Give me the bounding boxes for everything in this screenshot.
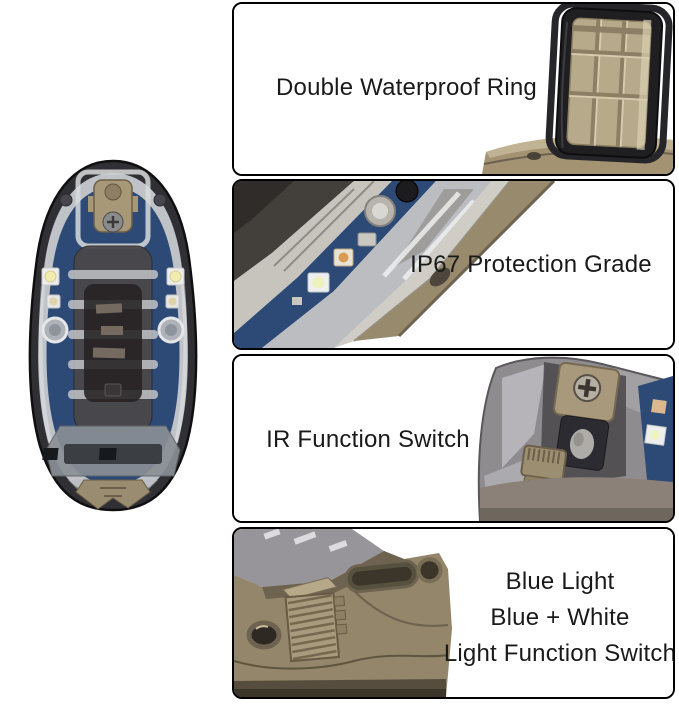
strobe-light-front-photo xyxy=(28,159,198,512)
panel-double-waterproof-ring: Double Waterproof Ring xyxy=(232,2,675,176)
device-edge-leds-photo xyxy=(234,181,673,348)
ir-switch-closeup-photo xyxy=(234,356,673,521)
panel-ip67-protection: IP67 Protection Grade xyxy=(232,179,675,350)
light-switch-line-1: Blue Light xyxy=(505,568,615,595)
light-switch-lever-photo xyxy=(234,529,673,697)
light-switch-line-2: Blue + White xyxy=(490,604,630,631)
feature-label-ir-switch: IR Function Switch xyxy=(266,426,470,453)
light-switch-line-3: Light Function Switch xyxy=(443,640,675,667)
feature-label-ip67: IP67 Protection Grade xyxy=(410,251,652,278)
waterproof-ring-plate-photo xyxy=(234,4,673,174)
panel-ir-function-switch: IR Function Switch xyxy=(232,354,675,523)
panel-light-function-switch: Blue Light Blue + White Light Function S… xyxy=(232,527,675,699)
feature-label-waterproof-ring: Double Waterproof Ring xyxy=(276,74,537,101)
feature-label-light-switch: Blue Light Blue + White Light Function S… xyxy=(442,564,675,672)
